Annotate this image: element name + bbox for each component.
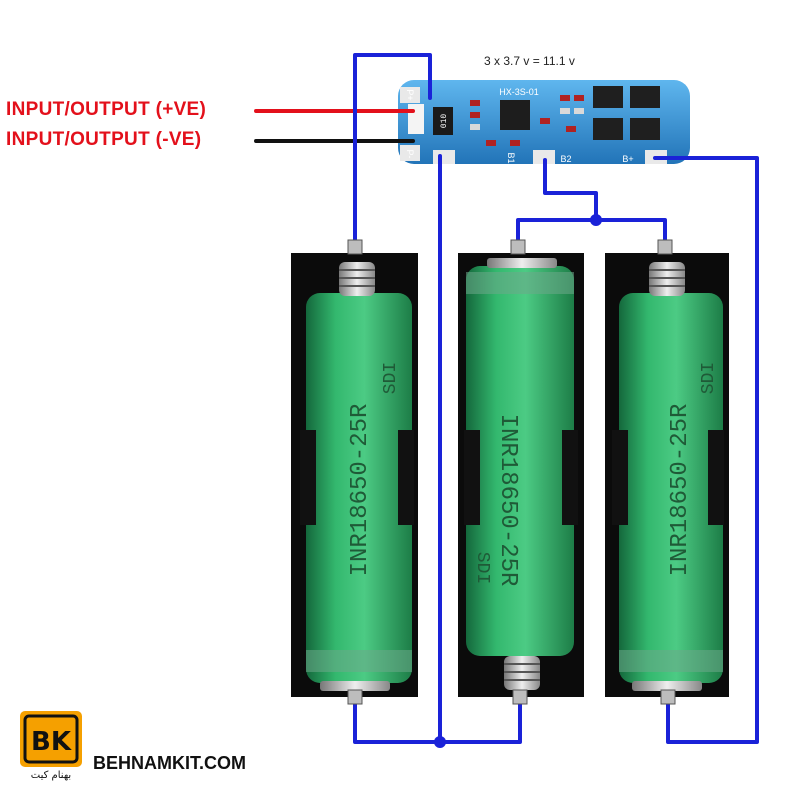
- wire-b2-to-cells: [543, 158, 598, 222]
- pad-b-minus: [433, 150, 455, 164]
- battery-3-sublabel: SDI: [699, 362, 719, 394]
- wire-cell1-cell2-bottom: [353, 695, 522, 744]
- voltage-formula: 3 x 3.7 v = 11.1 v: [484, 54, 575, 68]
- pad-label-b2: B2: [560, 154, 571, 164]
- protection-ic: [500, 100, 530, 130]
- battery-cell-3: [619, 293, 723, 683]
- battery-3-label: INR18650-25R: [667, 404, 694, 577]
- mosfet: [593, 118, 623, 140]
- shunt-resistor: [433, 107, 453, 135]
- brand-logo: BK: [20, 711, 82, 767]
- contact-plate-icon: [320, 681, 390, 691]
- battery-cell-2: [466, 266, 574, 656]
- pad-p-minus: [400, 145, 420, 161]
- brand-site: BEHNAMKIT.COM: [93, 753, 246, 773]
- brand-persian-name: بهنام کیت: [30, 770, 72, 781]
- spring-icon: [649, 262, 685, 296]
- battery-holder-2: [458, 253, 584, 697]
- battery-2-label: INR18650-25R: [494, 414, 521, 587]
- battery-holder-1: [291, 253, 418, 697]
- bms-board: 010 HX-3S-01 P+ P- B1 B2 B+: [398, 80, 690, 164]
- battery-cell-1: [306, 293, 412, 683]
- resistor-code: 010: [440, 114, 449, 129]
- pad-p-plus: [400, 87, 420, 103]
- logo-text: BK: [31, 727, 72, 757]
- wire-p-plus-to-cell1: [353, 53, 432, 247]
- terminal-tabs: [347, 239, 676, 705]
- junction-dot: [434, 736, 446, 748]
- board-model: HX-3S-01: [499, 87, 539, 97]
- input-output-negative-label: INPUT/OUTPUT (-VE): [6, 129, 202, 150]
- battery-holder-3: [605, 253, 729, 697]
- pad-label-p-minus: P-: [405, 150, 415, 159]
- battery-2-sublabel: SDI: [472, 552, 492, 584]
- pad-b2: [533, 150, 555, 164]
- mosfet: [630, 86, 660, 108]
- mosfet: [593, 86, 623, 108]
- junction-dot: [590, 214, 602, 226]
- input-output-positive-label: INPUT/OUTPUT (+VE): [6, 99, 207, 120]
- battery-1-label: INR18650-25R: [347, 404, 374, 577]
- mosfet: [630, 118, 660, 140]
- contact-plate-icon: [632, 681, 702, 691]
- wire-b-plus-to-cell3: [653, 156, 759, 744]
- battery-1-sublabel: SDI: [381, 362, 401, 394]
- pad-label-b1: B1: [506, 152, 516, 163]
- contact-plate-icon: [487, 258, 557, 268]
- pad-label-b-plus: B+: [622, 154, 633, 164]
- spring-icon: [339, 262, 375, 296]
- pad-label-p-plus: P+: [405, 89, 415, 100]
- spring-icon: [504, 656, 540, 690]
